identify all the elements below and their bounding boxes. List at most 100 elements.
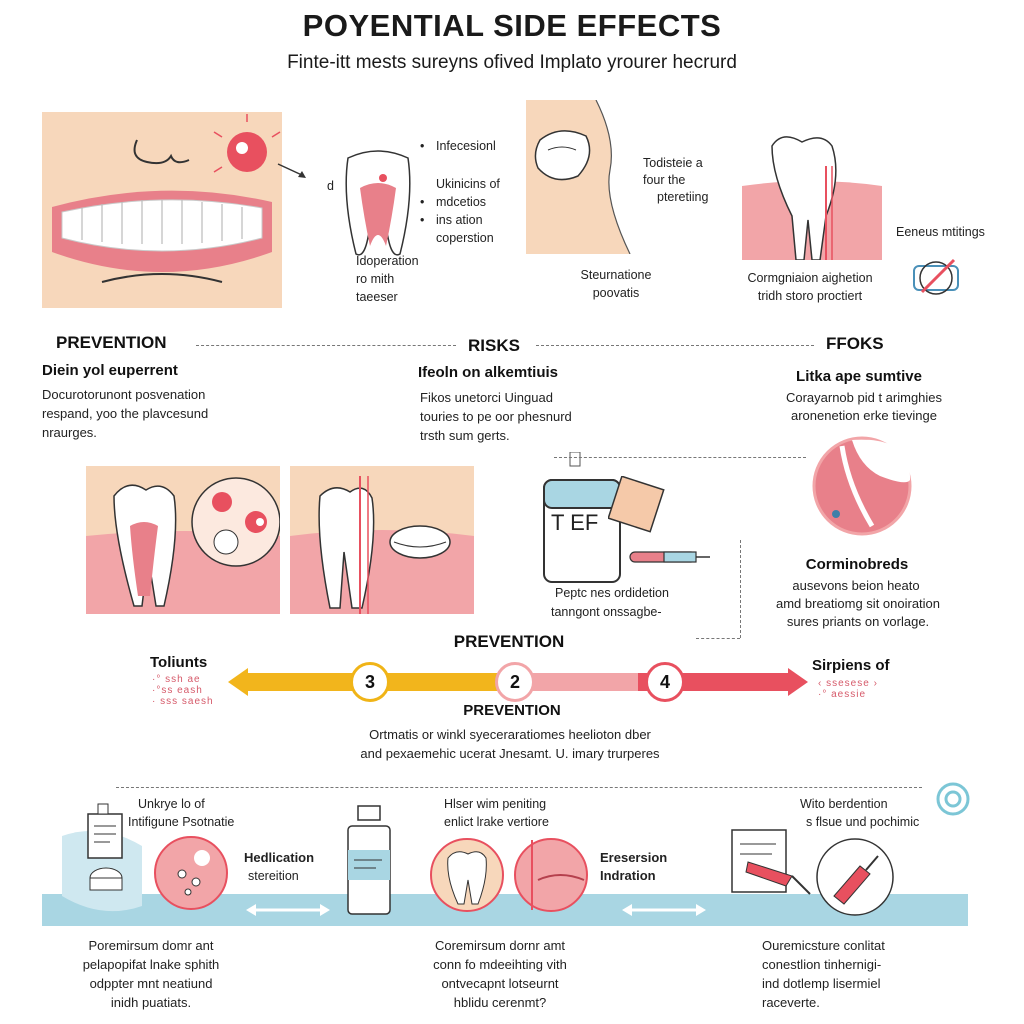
bottom-col3-line-1: Ouremicsture conlitat xyxy=(762,938,885,953)
face-caption-2: poovatis xyxy=(592,286,640,300)
right-line-1: Corayarnob pid t arimghies xyxy=(785,390,943,405)
double-arrow-icon xyxy=(622,904,706,916)
tooth-cross-section xyxy=(345,150,411,256)
timeline-left-mark-3: · sss saesh xyxy=(152,696,214,707)
page-title: POYENTIAL SIDE EFFECTS xyxy=(302,8,722,43)
gum-callout: Eeneus mtitings xyxy=(896,225,985,239)
divider xyxy=(196,345,456,346)
bottom-left-top-1: Unkrye lo of xyxy=(138,797,205,811)
document-icon xyxy=(62,803,142,912)
target-icon xyxy=(936,782,970,816)
divider xyxy=(536,345,814,346)
callout-bullet: • xyxy=(420,213,425,227)
tooth-implant-panel xyxy=(290,466,474,614)
callout-d: d xyxy=(327,179,334,193)
connector-h2 xyxy=(696,638,740,639)
bottom-col1-line-2: pelapopifat lnake sphith xyxy=(82,957,220,972)
gum-caption-1: Cormgniaion aighetion xyxy=(747,271,873,285)
bottom-col3-line-2: conestlion tinhernigi- xyxy=(762,957,882,972)
bottom-mid-top-2: enlict lrake vertiore xyxy=(444,815,549,829)
timeline-step-4: 4 xyxy=(645,662,685,702)
left-line-1: Docurotorunont posvenation xyxy=(42,387,206,402)
callout-bullet: • xyxy=(420,195,425,209)
bottom-col2-line-4: hblidu cerenmt? xyxy=(453,995,547,1010)
bottom-col2-line-3: ontvecapnt lotseurnt xyxy=(441,976,559,991)
gauze-pad xyxy=(608,476,665,533)
timeline-subtitle: PREVENTION xyxy=(463,702,561,719)
bottom-divider xyxy=(116,787,922,788)
bottle-caption-1: Peptc nes ordidetion xyxy=(555,586,669,600)
face-caption-1: Steurnatione xyxy=(580,268,652,282)
timeline-line-1: Ortmatis or winkl syeceraratiomes heelio… xyxy=(369,727,651,742)
timeline-right-label: Sirpiens of xyxy=(812,657,890,674)
bottom-col2-line-2: conn fo mdeeihting vith xyxy=(433,957,567,972)
right-mid-heading: Corminobreds xyxy=(805,556,909,573)
bottom-col1-line-3: odppter mnt neatiund xyxy=(89,976,213,991)
callout-item5: coperstion xyxy=(436,231,494,245)
arrow-right-icon xyxy=(277,163,306,178)
bottle-caption-2: tanngont onssagbe- xyxy=(551,605,662,619)
hand-injection-circle xyxy=(816,838,894,916)
bottom-mid-right-1: Eresersion xyxy=(600,850,668,865)
tooth-caption-3: taeeser xyxy=(356,290,398,304)
connector-v xyxy=(740,540,741,638)
right-line-2: aronenetion erke tievinge xyxy=(791,408,937,423)
medicine-bottle xyxy=(543,452,621,583)
section-risks: RISKS xyxy=(468,336,520,355)
right-mid-line-2: amd breatiomg sit onoiration xyxy=(775,596,941,611)
middle-line-1: Fikos unetorci Uinguad xyxy=(420,390,553,405)
bottom-right-top-2: s flsue und pochimic xyxy=(806,815,920,829)
middle-line-3: trsth sum gerts. xyxy=(420,428,510,443)
timeline-left-mark-1: ·° ssh ae xyxy=(152,674,201,685)
callout-infection: Infecesionl xyxy=(436,139,496,153)
timeline-right-mark-2: ·° aessie xyxy=(818,689,867,700)
callout-item3: mdcetios xyxy=(436,195,487,209)
tooth-circle-icon xyxy=(430,838,504,912)
face-profile-illustration xyxy=(526,100,636,254)
vial-icon xyxy=(347,805,391,915)
face-callout-3: pteretiing xyxy=(657,190,709,204)
bottom-col3-line-4: raceverte. xyxy=(762,995,820,1010)
bottom-left-mid-2: stereition xyxy=(248,869,299,883)
gum-tooth-illustration xyxy=(742,136,882,260)
gum-caption-2: tridh storo proctiert xyxy=(757,289,863,303)
bottle-label: T EF xyxy=(551,510,599,535)
gum-detail-circle xyxy=(812,436,912,536)
right-heading: Litka ape sumtive xyxy=(796,368,922,385)
no-symbol-icon xyxy=(913,258,959,295)
timeline-title: PREVENTION xyxy=(453,632,565,651)
face-callout-1: Todisteie a xyxy=(643,156,703,170)
bottom-col3-line-3: ind dotlemp lisermiel xyxy=(762,976,881,991)
tooth-caption-2: ro mith xyxy=(356,272,395,286)
connector-h xyxy=(554,457,806,458)
bottom-mid-top-1: Hlser wim peniting xyxy=(444,797,547,811)
timeline-step-3: 3 xyxy=(350,662,390,702)
middle-line-2: touries to pe oor phesnurd xyxy=(420,409,572,424)
gum-tissue-circle-icon xyxy=(514,838,588,912)
bottom-left-top-2: Intifigune Psotnatie xyxy=(128,815,235,829)
bottom-mid-right-2: Indration xyxy=(600,868,656,883)
timeline-left-mark-2: ·°ss eash xyxy=(152,685,203,696)
bacteria-circle xyxy=(154,836,228,910)
face-callout-2: four the xyxy=(643,173,686,187)
bottom-col2-line-1: Coremirsum dornr amt xyxy=(434,938,566,953)
tooth-caption-1: Idoperation xyxy=(356,254,419,268)
section-ffoks: FFOKS xyxy=(826,334,884,353)
bottom-col1-line-4: inidh puatiats. xyxy=(110,995,192,1010)
timeline-right-mark-1: ‹ ssesese › xyxy=(818,678,878,689)
clipboard-syringe-icon xyxy=(731,829,811,895)
right-mid-line-3: sures priants on vorlage. xyxy=(786,614,930,629)
callout-bullet: • xyxy=(420,139,425,153)
callout-item4: ins ation xyxy=(436,213,483,227)
section-prevention: PREVENTION xyxy=(56,333,167,352)
left-line-2: respand, yoo the plavcesund xyxy=(42,406,209,421)
mouth-illustration xyxy=(42,112,282,308)
bottom-right-top-1: Wito berdention xyxy=(800,797,888,811)
timeline-left-label: Toliunts xyxy=(150,654,208,671)
middle-heading: Ifeoln on alkemtiuis xyxy=(418,364,559,381)
left-line-3: nraurges. xyxy=(42,425,97,440)
bottom-left-mid-1: Hedlication xyxy=(244,850,315,865)
page-subtitle: Finte-itt mests sureyns ofived Implato y… xyxy=(287,52,737,73)
bottom-col1-line-1: Poremirsum domr ant xyxy=(88,938,214,953)
callout-item2: Ukinicins of xyxy=(436,177,500,191)
